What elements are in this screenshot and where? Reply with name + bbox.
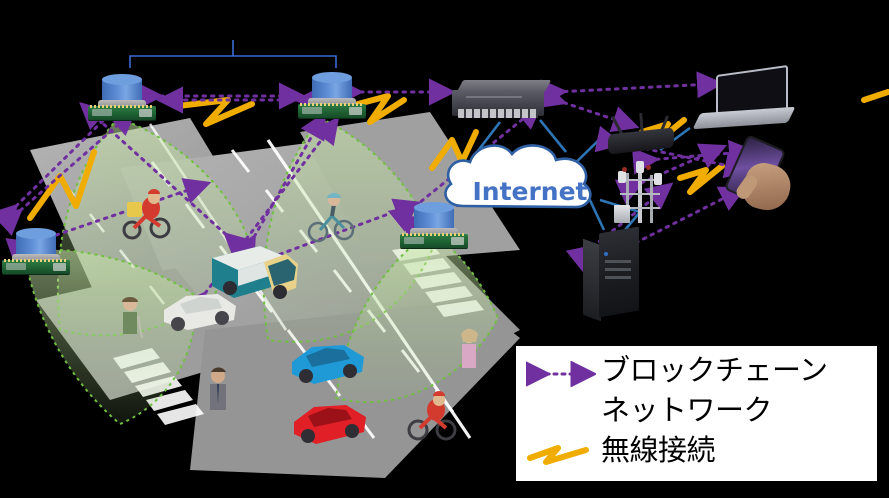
cell-tower-icon[interactable]	[612, 161, 668, 227]
tower-server-icon[interactable]	[583, 226, 641, 322]
legend-label-blockchain-line2: ネットワーク	[601, 393, 773, 427]
legend-label-blockchain-line1: ブロックチェーン	[601, 353, 828, 387]
tower-equipment-cabinet	[614, 205, 630, 223]
server-drive-bay	[605, 260, 631, 263]
tower-warning-light	[646, 165, 651, 170]
wifi-router-icon[interactable]	[604, 112, 680, 157]
tower-antenna	[636, 161, 644, 173]
internet-cloud: Internet	[455, 152, 605, 230]
raspberry-pi-board	[298, 104, 366, 118]
tower-antenna	[654, 173, 662, 185]
lidar-base	[308, 98, 356, 106]
gpio-pins	[300, 103, 364, 106]
road-actors	[122, 189, 478, 444]
legend-wireless-zigzag-icon	[527, 445, 589, 465]
lidar-cap	[414, 202, 454, 213]
gpio-pins	[4, 259, 68, 262]
legend-labels: ブロックチェーン ネットワーク 無線接続	[601, 350, 873, 470]
server-drive-bay	[605, 268, 631, 271]
switch-ports	[458, 109, 538, 118]
network-switch-icon[interactable]	[452, 80, 552, 122]
legend-label-wireless: 無線接続	[601, 433, 716, 467]
server-front-panel	[599, 226, 639, 318]
raspberry-pi-board	[88, 106, 156, 120]
internet-cloud-shape	[444, 144, 592, 209]
gpio-pins	[402, 233, 466, 236]
lidar-cap	[312, 72, 352, 83]
lidar-cap	[102, 74, 142, 85]
smartphone-in-hand-icon[interactable]	[723, 134, 802, 218]
tower-crossbeam	[620, 193, 660, 195]
tower-warning-light	[622, 167, 627, 172]
legend-box: ブロックチェーン ネットワーク 無線接続	[515, 345, 878, 482]
tower-leg	[650, 175, 653, 223]
gpio-pins	[90, 105, 154, 108]
legend-blockchain-arrow-icon	[526, 361, 596, 387]
lidar-cap	[16, 228, 56, 239]
internet-cloud-label: Internet	[472, 176, 588, 206]
switch-vent	[466, 96, 522, 98]
server-power-led	[604, 252, 608, 256]
laptop-keyboard	[692, 106, 796, 130]
raspberry-pi-board	[400, 234, 468, 248]
top-bracket	[129, 40, 337, 68]
laptop-icon[interactable]	[692, 64, 796, 132]
tower-antenna	[618, 171, 626, 183]
server-drive-bay	[605, 276, 631, 279]
raspberry-pi-board	[2, 260, 70, 274]
